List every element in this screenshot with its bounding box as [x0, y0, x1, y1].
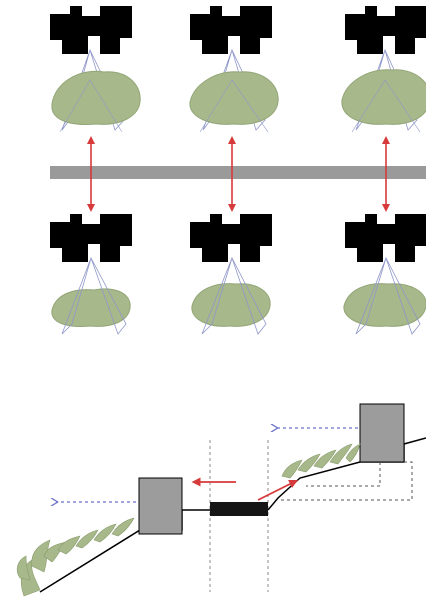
unit-lower-2 — [190, 214, 272, 335]
unit-upper-1 — [50, 6, 141, 133]
device-icon — [50, 6, 132, 54]
box-left — [138, 477, 183, 535]
canopy-blob — [191, 283, 271, 327]
canopy-blob — [51, 70, 141, 125]
field-of-view-cone — [201, 256, 267, 335]
canopy-blob — [343, 283, 426, 327]
unit-upper-3 — [341, 6, 426, 133]
canopy-blob — [189, 71, 279, 125]
field-of-view-cone — [355, 48, 418, 131]
field-of-view-cone — [202, 48, 266, 131]
device-icon — [345, 6, 426, 54]
field-of-view-cone — [61, 256, 127, 335]
dashed-connector-outer — [278, 461, 413, 501]
vegetation-right — [281, 443, 361, 479]
canopy-blob — [341, 69, 426, 125]
canopy-blob — [51, 288, 131, 327]
device-icon — [190, 6, 272, 54]
box-right — [359, 403, 405, 463]
central-bar — [210, 502, 268, 516]
separator-bar — [50, 166, 426, 179]
device-icon — [50, 214, 132, 262]
unit-upper-2 — [189, 6, 279, 133]
vegetation-left — [16, 517, 135, 597]
field-of-view-cone — [355, 256, 421, 335]
dashed-connector-inner — [306, 462, 381, 487]
unit-lower-1 — [50, 214, 132, 335]
unit-lower-3 — [343, 214, 426, 335]
device-icon — [190, 214, 272, 262]
red-arrow-right — [257, 479, 299, 501]
device-icon — [345, 214, 426, 262]
